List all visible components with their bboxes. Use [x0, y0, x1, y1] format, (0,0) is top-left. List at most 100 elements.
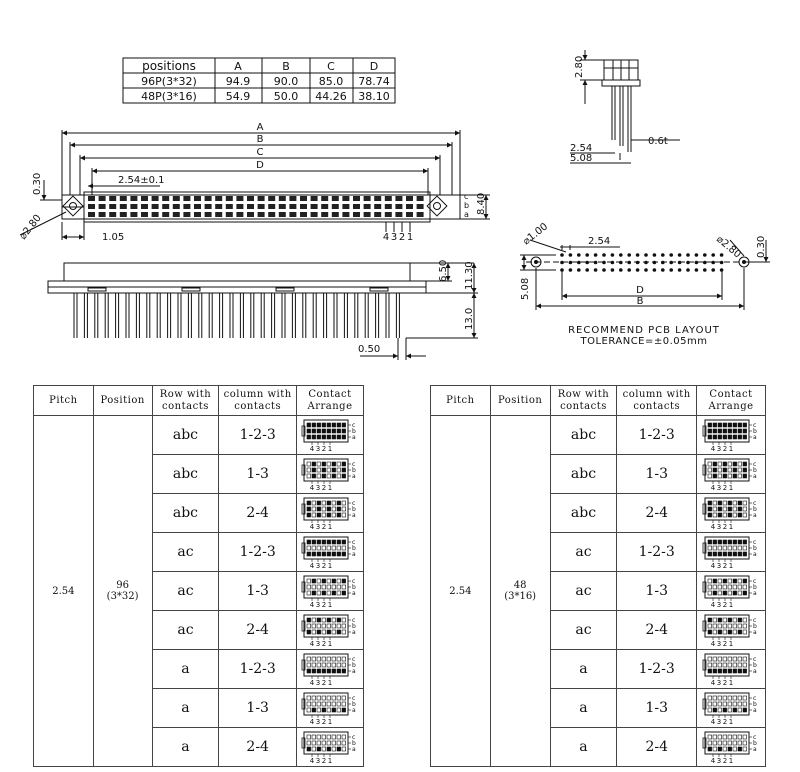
arrange-col-label: 4	[310, 445, 315, 452]
dim-table-cell: 94.9	[226, 75, 251, 88]
dim-table-cell: 50.0	[274, 90, 299, 103]
row-contacts-cell: ac	[151, 532, 220, 572]
arrange-col-label: 3	[316, 757, 320, 764]
row-contacts-cell: ac	[549, 610, 618, 650]
arrange-row-label: b	[352, 545, 356, 552]
row-contacts-cell: abc	[151, 415, 220, 455]
pcb-hole	[610, 268, 615, 272]
arrange-row-label: b	[753, 467, 757, 474]
contact-square	[416, 204, 424, 209]
side-dim-650: 6.50	[438, 260, 449, 282]
contact-square	[194, 196, 201, 201]
contact-square	[172, 212, 180, 217]
arrange-col-label: 4	[711, 562, 716, 569]
arrange-row-label: b	[753, 740, 757, 747]
arrange-col-label: 1	[328, 757, 332, 764]
row-contacts-cell: a	[151, 649, 220, 689]
arrange-row-label: b	[352, 662, 356, 669]
contact-square	[331, 204, 339, 209]
contact-square	[236, 196, 244, 201]
pitch-cell: 2.54	[430, 415, 491, 767]
contact-square	[384, 212, 392, 217]
header-contact-arrange: Contact Arrange	[296, 385, 364, 416]
contact-square	[141, 204, 148, 209]
contact-square	[215, 204, 223, 209]
dim-table-header-4: D	[370, 60, 378, 73]
arrange-col-label: 4	[711, 757, 716, 764]
contact-square	[363, 204, 371, 209]
contact-square	[289, 212, 297, 217]
position-layout: (3*16)	[504, 591, 537, 602]
pcb-hole	[703, 260, 707, 265]
row-contacts-cell: abc	[151, 454, 220, 494]
header-col-contacts: column with contacts	[616, 385, 698, 416]
position-cell: 96(3*32)	[92, 415, 153, 767]
dimension-table	[122, 57, 396, 104]
arrange-col-label: 3	[717, 484, 721, 491]
arrange-col-label: 3	[316, 640, 320, 647]
row-letter: b	[464, 201, 469, 210]
pcb-hole	[661, 253, 665, 257]
arrange-row-label: c	[753, 578, 756, 585]
contact-square	[130, 204, 138, 209]
pcb-hole	[568, 253, 573, 257]
side-view	[47, 262, 478, 360]
contact-square	[98, 196, 106, 201]
position-layout: (3*32)	[106, 591, 139, 602]
pcb-hole	[593, 253, 598, 257]
dim-table-cell: 78.74	[358, 75, 390, 88]
dim-table-cell: 48P(3*16)	[141, 90, 197, 103]
technical-drawing: positions A B C D 96P(3*32) 94.9 90.0 85…	[18, 50, 770, 360]
arrange-col-label: 2	[723, 718, 727, 725]
arrange-col-label: 1	[328, 445, 332, 452]
pcb-mount-hole-dim: ⌀2.80	[714, 234, 743, 261]
pcb-hole	[677, 260, 682, 265]
arrange-row-label: a	[753, 668, 757, 675]
height-dim: 8.40	[476, 193, 487, 215]
pcb-hole	[585, 253, 589, 257]
arrange-col-label: 3	[316, 679, 320, 686]
arrange-row-label: a	[753, 629, 757, 636]
arrange-col-label: 1	[328, 601, 332, 608]
hole-dim: ⌀2.80	[18, 213, 44, 242]
arrange-row-label: b	[753, 584, 757, 591]
dim-table-cell: 54.9	[226, 90, 251, 103]
pcb-hole	[610, 253, 615, 257]
profile-dim-06t: 0.6t	[648, 136, 668, 147]
arrange-row-label: c	[352, 617, 355, 624]
contact-square	[162, 204, 170, 209]
contact-square	[215, 196, 223, 201]
position-count: 48	[513, 580, 527, 591]
contact-square	[130, 212, 138, 217]
pcb-hole	[694, 268, 699, 272]
header-pitch: Pitch	[430, 385, 491, 416]
arrange-col-label: 4	[711, 484, 716, 491]
pitch-cell: 2.54	[33, 415, 94, 767]
arrange-row-label: a	[352, 746, 356, 753]
arrange-row-label: c	[352, 500, 355, 507]
profile-dim-254: 2.54	[570, 143, 592, 154]
contact-square	[406, 212, 413, 217]
pcb-offset-dim: 0.30	[756, 236, 767, 258]
dim-label-c: C	[257, 147, 264, 158]
arrange-row-label: c	[352, 578, 355, 585]
row-contacts-cell: a	[549, 688, 618, 728]
arrange-col-label: 1	[729, 562, 733, 569]
arrange-col-label: 3	[717, 601, 721, 608]
pcb-hole	[568, 260, 573, 265]
contact-square	[395, 212, 403, 217]
contact-square	[88, 196, 95, 201]
arrange-col-label: 4	[310, 640, 315, 647]
header-col-contacts: column with contacts	[218, 385, 298, 416]
